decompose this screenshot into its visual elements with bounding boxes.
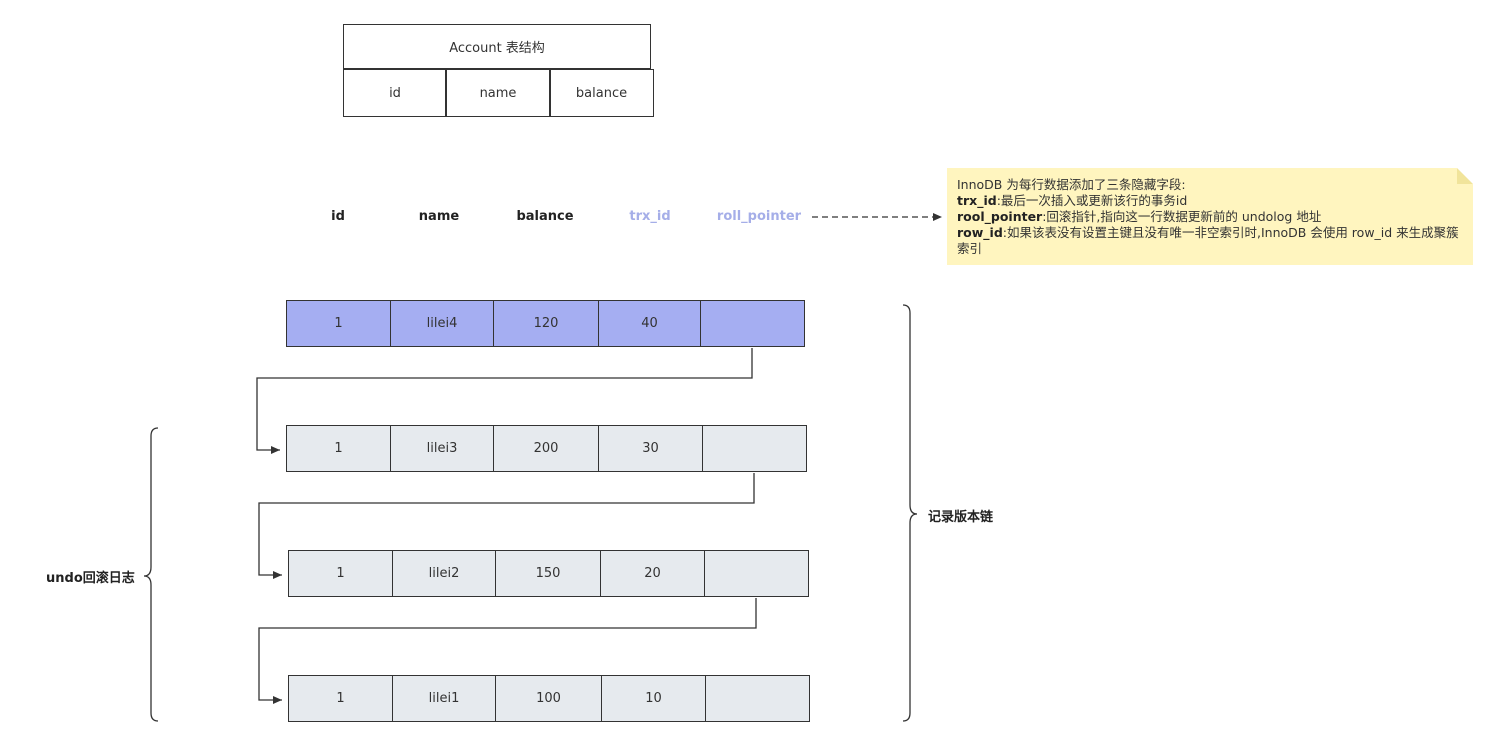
pointer-arrow-4-to-3 xyxy=(256,348,753,454)
cell-balance: 120 xyxy=(493,300,599,347)
header-roll-pointer: roll_pointer xyxy=(716,209,802,224)
cell-balance: 150 xyxy=(495,550,601,597)
cell-roll-pointer xyxy=(705,675,810,722)
pointer-arrow-3-to-2 xyxy=(258,473,755,579)
cell-trx-id: 20 xyxy=(599,550,706,597)
cell-roll-pointer xyxy=(704,550,809,597)
account-table-title: Account 表结构 xyxy=(343,24,651,69)
cell-roll-pointer xyxy=(702,425,807,472)
note-fold-corner xyxy=(1457,168,1473,184)
cell-trx-id: 40 xyxy=(597,300,702,347)
note-intro: InnoDB 为每行数据添加了三条隐藏字段: xyxy=(957,177,1186,192)
note-item-trx-id: trx_id:最后一次插入或更新该行的事务id xyxy=(957,193,1188,208)
cell-id: 1 xyxy=(286,300,391,347)
note-item-row-id: row_id:如果该表没有设置主键且没有唯一非空索引时,InnoDB 会使用 r… xyxy=(957,225,1459,256)
version-chain-brace xyxy=(902,304,918,722)
cell-name: lilei3 xyxy=(389,425,495,472)
account-column-balance: balance xyxy=(549,69,654,117)
version-row-1: 1 lilei1 100 10 xyxy=(288,675,810,722)
cell-trx-id: 30 xyxy=(597,425,704,472)
cell-name: lilei1 xyxy=(391,675,497,722)
header-name: name xyxy=(418,209,460,224)
header-trx-id: trx_id xyxy=(629,209,671,224)
cell-trx-id: 10 xyxy=(600,675,707,722)
account-column-id: id xyxy=(343,69,447,117)
undo-log-brace xyxy=(143,427,159,722)
version-row-4: 1 lilei4 120 40 xyxy=(286,300,805,347)
cell-balance: 200 xyxy=(493,425,599,472)
version-row-3: 1 lilei3 200 30 xyxy=(286,425,807,472)
pointer-arrow-2-to-1 xyxy=(258,598,757,704)
cell-roll-pointer xyxy=(700,300,805,347)
cell-id: 1 xyxy=(286,425,391,472)
cell-name: lilei2 xyxy=(391,550,497,597)
version-chain-label: 记录版本链 xyxy=(928,510,994,525)
header-balance: balance xyxy=(516,209,574,224)
note-item-rool-pointer: rool_pointer:回滚指针,指向这一行数据更新前的 undolog 地址 xyxy=(957,209,1322,224)
account-column-name: name xyxy=(445,69,551,117)
header-id: id xyxy=(331,209,345,224)
undo-log-label: undo回滚日志 xyxy=(46,571,135,586)
hidden-fields-note: InnoDB 为每行数据添加了三条隐藏字段: trx_id:最后一次插入或更新该… xyxy=(947,168,1473,265)
version-row-2: 1 lilei2 150 20 xyxy=(288,550,809,597)
cell-id: 1 xyxy=(288,550,393,597)
